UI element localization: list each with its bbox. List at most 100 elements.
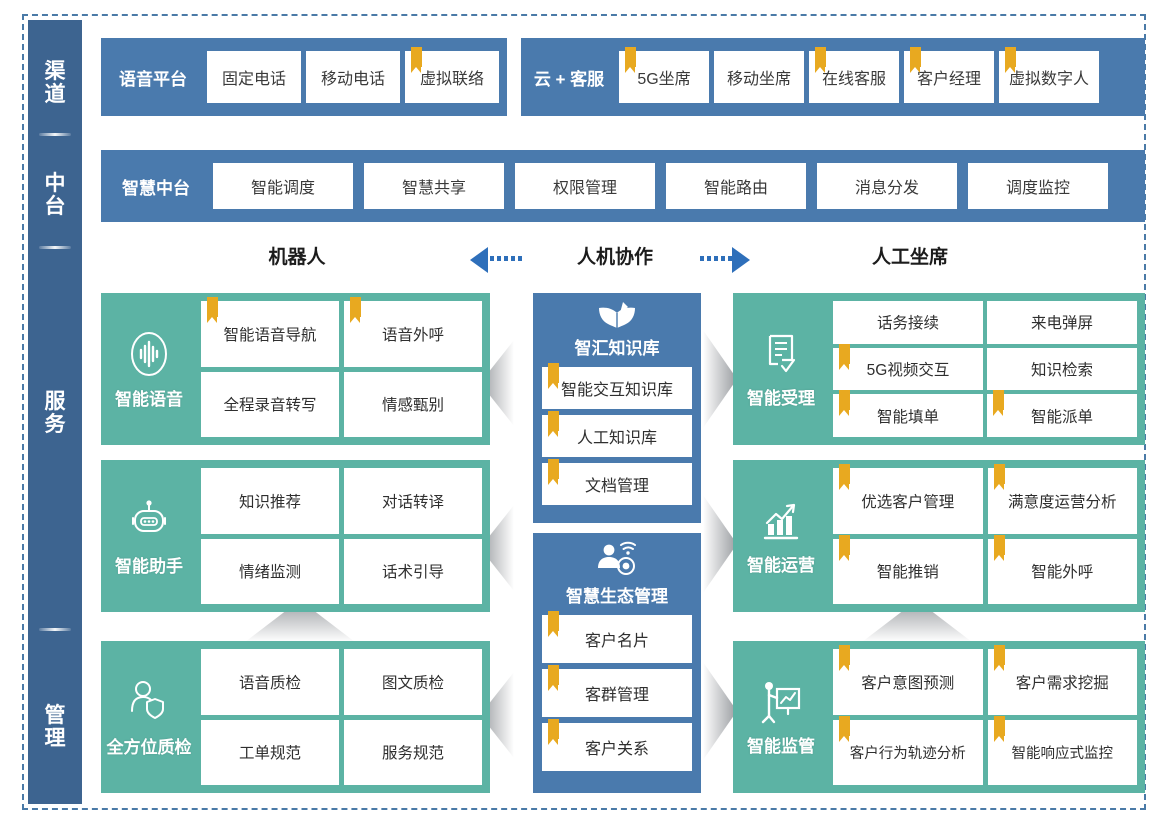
feature-cell[interactable]: 智能外呼	[987, 534, 1137, 604]
group-title: 智能助手	[115, 556, 183, 576]
feature-label: 优选客户管理	[861, 493, 955, 511]
center-item-label: 客户关系	[584, 741, 649, 758]
feature-cell[interactable]: 5G视频交互	[833, 343, 983, 391]
arrow-left-tail	[490, 256, 522, 261]
feature-cell[interactable]: 客户意图预测	[833, 645, 983, 715]
feature-cell[interactable]: 优选客户管理	[833, 464, 983, 534]
channel-chip[interactable]: 移动电话	[306, 51, 400, 103]
robot-icon	[127, 496, 171, 546]
channel-chip[interactable]: 移动坐席	[714, 51, 804, 103]
bookmark-ribbon-icon	[839, 390, 850, 417]
group-title: 全方位质检	[106, 737, 192, 757]
group-full-quality-inspection: 全方位质检 语音质检 图文质检 工单规范 服务规范	[101, 641, 490, 793]
center-panel-item[interactable]: 文档管理	[542, 459, 692, 505]
feature-label: 智能响应式监控	[1011, 745, 1114, 762]
chip-label: 调度监控	[1005, 180, 1070, 197]
flow-arrow-right-icon	[703, 662, 737, 760]
channel-chip[interactable]: 固定电话	[207, 51, 301, 103]
feature-label: 知识检索	[1030, 361, 1093, 379]
center-panel-item[interactable]: 客户关系	[542, 719, 692, 771]
feature-cell[interactable]: 智能派单	[987, 390, 1137, 437]
bookmark-ribbon-icon	[910, 47, 921, 73]
mid-platform-chip[interactable]: 智能路由	[666, 163, 806, 209]
feature-cell[interactable]: 智能响应式监控	[987, 715, 1137, 785]
feature-cell[interactable]: 全程录音转写	[201, 371, 339, 437]
feature-cell[interactable]: 服务规范	[344, 719, 482, 785]
channel-chip[interactable]: 客户经理	[904, 47, 994, 103]
feature-cell[interactable]: 对话转译	[344, 468, 482, 534]
rail-char: 道	[44, 83, 66, 106]
feature-cell[interactable]: 客户需求挖掘	[987, 645, 1137, 715]
center-item-label: 人工知识库	[576, 430, 657, 447]
mid-platform-chip[interactable]: 智慧共享	[364, 163, 504, 209]
feature-label: 来电弹屏	[1030, 315, 1093, 333]
rail-item-service[interactable]: 服 务	[28, 390, 82, 436]
center-panel-item[interactable]: 客户名片	[542, 611, 692, 663]
feature-label: 话务接续	[876, 315, 939, 333]
feature-label: 客户意图预测	[861, 674, 955, 692]
feature-cell[interactable]: 智能推销	[833, 534, 983, 604]
bookmark-ribbon-icon	[839, 343, 850, 370]
center-panel-item[interactable]: 客群管理	[542, 665, 692, 717]
feature-cell[interactable]: 语音质检	[201, 649, 339, 715]
mid-platform-chip[interactable]: 消息分发	[817, 163, 957, 209]
feature-label: 情感甄别	[381, 397, 444, 415]
group-side-label: 智能受理	[733, 293, 829, 445]
bookmark-ribbon-icon	[993, 645, 1005, 671]
chip-label: 消息分发	[854, 180, 919, 197]
bookmark-ribbon-icon	[993, 534, 1005, 561]
feature-cell[interactable]: 话务接续	[833, 301, 983, 344]
feature-label: 智能派单	[1030, 408, 1093, 426]
rail-item-management[interactable]: 管 理	[28, 704, 82, 750]
open-book-icon	[594, 301, 640, 331]
channel-chip[interactable]: 虚拟数字人	[999, 47, 1099, 103]
mid-platform-chip[interactable]: 调度监控	[968, 163, 1108, 209]
feature-cell[interactable]: 知识推荐	[201, 468, 339, 534]
group-title: 智能监管	[747, 736, 815, 756]
mid-platform-chip[interactable]: 权限管理	[515, 163, 655, 209]
rail-char: 渠	[44, 60, 66, 83]
arrow-right-tail	[700, 256, 732, 261]
feature-cell[interactable]: 话术引导	[344, 538, 482, 604]
feature-cell[interactable]: 工单规范	[201, 719, 339, 785]
feature-cell[interactable]: 知识检索	[987, 347, 1137, 391]
mid-platform-title: 智慧中台	[122, 178, 190, 198]
feature-cell[interactable]: 来电弹屏	[987, 301, 1137, 344]
rail-char: 台	[44, 195, 66, 218]
bookmark-ribbon-icon	[548, 363, 559, 389]
chip-label: 5G坐席	[637, 71, 691, 88]
group-intelligent-acceptance: 智能受理 话务接续 来电弹屏 5G视频交互 知识检索 智能填单 智能派单	[733, 293, 1145, 445]
mid-platform-chip[interactable]: 智能调度	[213, 163, 353, 209]
bookmark-ribbon-icon	[548, 611, 559, 637]
center-panel-item[interactable]: 智能交互知识库	[542, 363, 692, 409]
bookmark-ribbon-icon	[548, 459, 559, 485]
feature-cell[interactable]: 情感甄别	[344, 371, 482, 437]
bookmark-ribbon-icon	[548, 665, 559, 691]
channel-chip[interactable]: 5G坐席	[619, 47, 709, 103]
center-panel-item[interactable]: 人工知识库	[542, 411, 692, 457]
channel-chip[interactable]: 在线客服	[809, 47, 899, 103]
bookmark-ribbon-icon	[625, 47, 636, 73]
chip-label: 客户经理	[916, 71, 981, 88]
chip-label: 智慧共享	[401, 180, 466, 197]
flow-arrow-up-icon	[245, 600, 355, 642]
group-side-label: 智能运营	[733, 460, 829, 612]
bookmark-ribbon-icon	[993, 715, 1005, 742]
feature-cell[interactable]: 图文质检	[344, 649, 482, 715]
bookmark-ribbon-icon	[548, 411, 559, 437]
feature-cell[interactable]: 语音外呼	[344, 297, 482, 367]
rail-item-mid-platform[interactable]: 中 台	[28, 172, 82, 218]
channel-chip[interactable]: 虚拟联络	[405, 47, 499, 103]
feature-cell[interactable]: 客户行为轨迹分析	[833, 715, 983, 785]
feature-cell[interactable]: 智能填单	[833, 390, 983, 437]
person-network-icon	[591, 541, 643, 579]
feature-cell[interactable]: 情绪监测	[201, 538, 339, 604]
center-panel-title: 智慧生态管理	[566, 587, 668, 606]
feature-label: 满意度运营分析	[1007, 493, 1117, 511]
feature-cell[interactable]: 满意度运营分析	[987, 464, 1137, 534]
rail-item-channel[interactable]: 渠 道	[28, 60, 82, 106]
rail-char: 服	[44, 390, 66, 413]
feature-cell[interactable]: 智能语音导航	[201, 297, 339, 367]
flow-arrow-right-icon	[703, 495, 737, 593]
feature-label: 智能填单	[876, 408, 939, 426]
